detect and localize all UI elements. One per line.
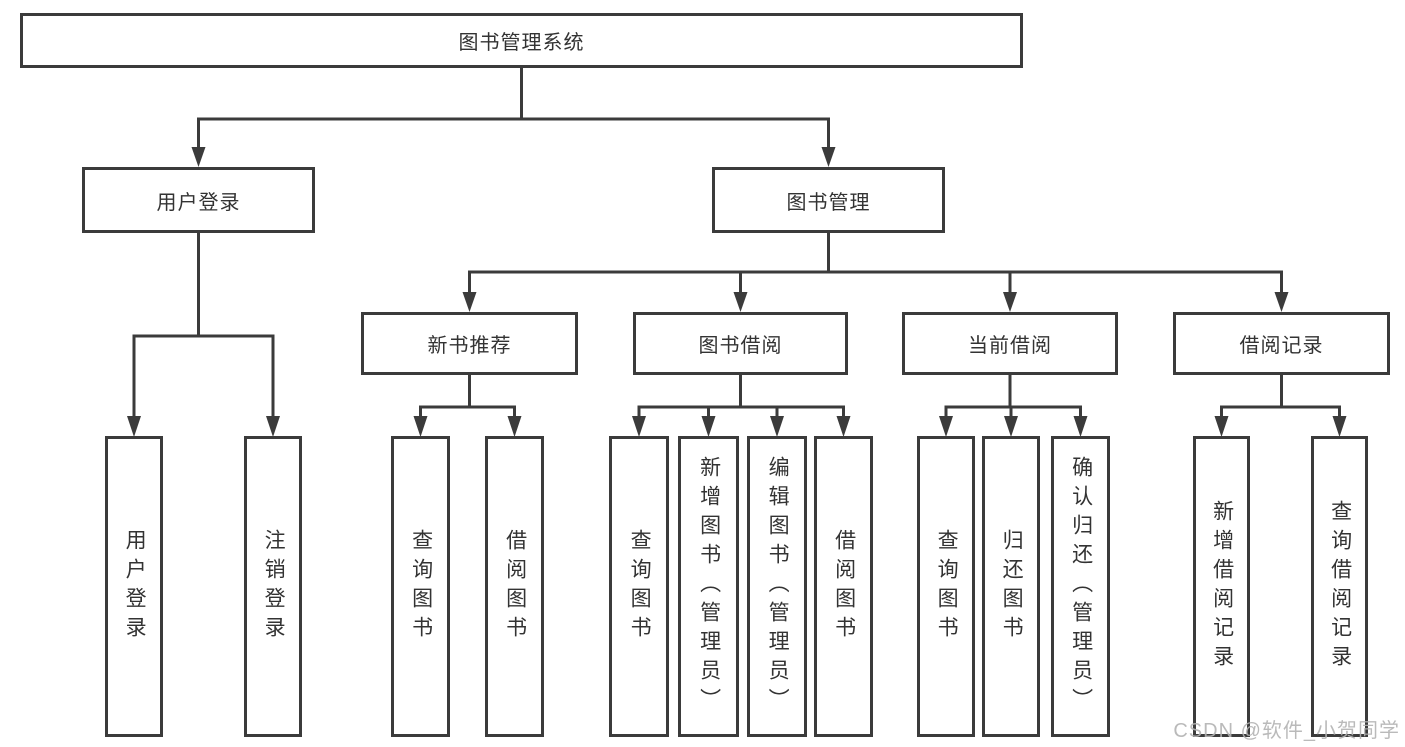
node-borrowing-edit-books-admin: 编辑图书（管理员） bbox=[747, 436, 807, 737]
node-newbooks-query-books: 查询图书 bbox=[391, 436, 450, 737]
node-new-book-recommendation: 新书推荐 bbox=[361, 312, 578, 375]
node-borrowing-borrow-books-label: 借阅图书 bbox=[832, 528, 856, 645]
node-records-add-record-label: 新增借阅记录 bbox=[1210, 499, 1234, 674]
node-current-return-books-label: 归还图书 bbox=[1000, 528, 1024, 645]
node-user-login-branch-label: 用户登录 bbox=[156, 191, 241, 214]
node-records-query-record: 查询借阅记录 bbox=[1311, 436, 1368, 737]
node-book-borrowing-label: 图书借阅 bbox=[698, 335, 783, 357]
node-borrowing-add-books-admin-label: 新增图书（管理员） bbox=[697, 456, 721, 717]
csdn-watermark: CSDN @软件_小贺同学 bbox=[1173, 720, 1400, 742]
node-current-borrowing-label: 当前借阅 bbox=[968, 335, 1052, 357]
node-borrowing-records: 借阅记录 bbox=[1173, 312, 1390, 375]
node-book-management-branch-label: 图书管理 bbox=[786, 191, 871, 214]
node-borrowing-records-label: 借阅记录 bbox=[1239, 335, 1324, 357]
node-logout-leaf: 注销登录 bbox=[244, 436, 302, 737]
node-current-confirm-return-admin-label: 确认归还（管理员） bbox=[1069, 456, 1093, 717]
node-borrowing-query-books-label: 查询图书 bbox=[628, 528, 652, 645]
node-user-login-leaf-label: 用户登录 bbox=[123, 528, 147, 645]
node-current-query-books: 查询图书 bbox=[917, 436, 975, 737]
node-newbooks-query-books-label: 查询图书 bbox=[409, 528, 433, 645]
node-user-login-leaf: 用户登录 bbox=[105, 436, 163, 737]
node-user-login-branch: 用户登录 bbox=[82, 167, 315, 233]
node-logout-leaf-label: 注销登录 bbox=[262, 528, 286, 645]
node-current-query-books-label: 查询图书 bbox=[935, 528, 959, 645]
node-newbooks-borrow-books-label: 借阅图书 bbox=[503, 528, 527, 645]
node-records-query-record-label: 查询借阅记录 bbox=[1328, 499, 1352, 674]
node-book-borrowing: 图书借阅 bbox=[633, 312, 848, 375]
node-borrowing-query-books: 查询图书 bbox=[609, 436, 669, 737]
node-current-return-books: 归还图书 bbox=[982, 436, 1040, 737]
node-borrowing-add-books-admin: 新增图书（管理员） bbox=[678, 436, 739, 737]
node-new-book-recommendation-label: 新书推荐 bbox=[427, 335, 512, 357]
node-borrowing-edit-books-admin-label: 编辑图书（管理员） bbox=[766, 456, 790, 717]
node-records-add-record: 新增借阅记录 bbox=[1193, 436, 1250, 737]
node-current-confirm-return-admin: 确认归还（管理员） bbox=[1051, 436, 1110, 737]
node-library-system-root: 图书管理系统 bbox=[20, 13, 1023, 68]
node-book-management-branch: 图书管理 bbox=[712, 167, 945, 233]
node-newbooks-borrow-books: 借阅图书 bbox=[485, 436, 544, 737]
node-library-system-root-label: 图书管理系统 bbox=[458, 32, 585, 54]
node-borrowing-borrow-books: 借阅图书 bbox=[814, 436, 873, 737]
node-current-borrowing: 当前借阅 bbox=[902, 312, 1118, 375]
